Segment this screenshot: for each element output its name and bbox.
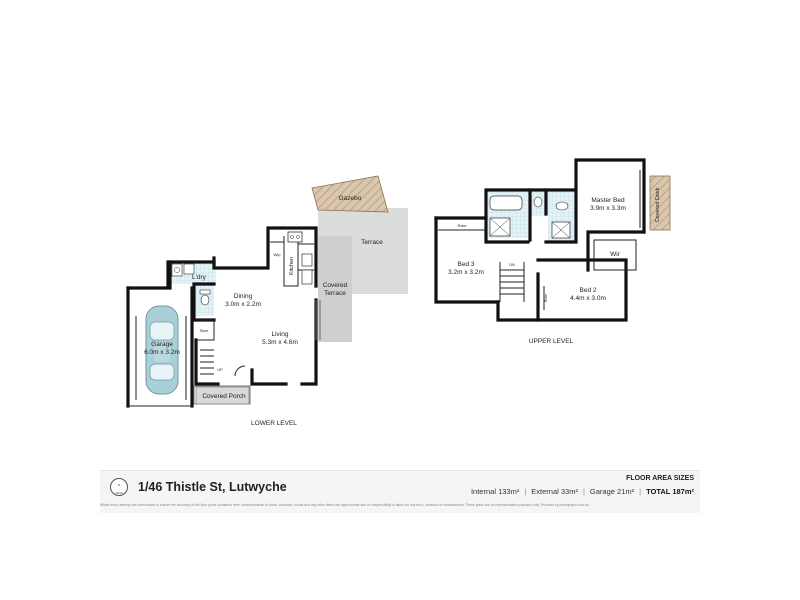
sink-icon [301, 253, 313, 267]
external-area: External 33m² [531, 487, 578, 496]
covered-porch-area [195, 386, 250, 405]
covered-terrace-area [318, 236, 352, 342]
internal-area: Internal 133m² [470, 487, 520, 496]
gazebo-deck [311, 175, 389, 213]
living-name: Living [272, 331, 289, 338]
bed3-size: 3.2m x 3.2m [448, 269, 484, 276]
bed2-size: 4.4m x 3.0m [570, 295, 606, 302]
tub-icon [183, 263, 195, 275]
gazebo-label: Gazebo [339, 195, 362, 202]
lower-level-title: LOWER LEVEL [251, 420, 297, 427]
upper-level-title: UPPER LEVEL [529, 338, 574, 345]
robe-label: Robe [457, 224, 466, 228]
terrace-label: Terrace [361, 239, 383, 246]
garage-size: 6.0m x 3.2m [144, 349, 180, 356]
footer-bar: N North 1/46 Thistle St, Lutwyche FLOOR … [100, 470, 700, 513]
stove-icon [287, 231, 303, 243]
toilet-upper-icon [533, 196, 543, 208]
garage-area: Garage 21m² [589, 487, 635, 496]
master-bed-name: Master Bed [591, 197, 625, 204]
lower-walls [126, 226, 318, 408]
north-word: North [115, 491, 123, 495]
north-letter: N [117, 483, 121, 487]
dining-size: 3.0m x 2.2m [225, 301, 261, 308]
store-label: Store [199, 329, 208, 333]
bed3-name: Bed 3 [458, 261, 475, 268]
ensuite-basin-icon [555, 201, 569, 211]
covered-porch-label: Covered Porch [202, 393, 246, 400]
toilet-icon [200, 294, 210, 306]
upper-thin-walls [438, 170, 641, 310]
bathtub-icon [489, 195, 523, 211]
dn-label: DN [509, 263, 515, 267]
covered-deck-label: Covered Deck [655, 187, 661, 222]
up-label: UP [217, 368, 223, 372]
floor-area-title: FLOOR AREA SIZES [626, 475, 694, 482]
floor-area-summary: Internal 133m²|External 33m²|Garage 21m²… [470, 487, 694, 496]
laundry-label: L'dry [192, 274, 207, 281]
garage-name: Garage [151, 341, 173, 348]
kitchen-label: Kitchen [289, 257, 295, 275]
fridge-icon [301, 269, 313, 285]
disclaimer-text: Whilst every attempt has been made to en… [100, 503, 589, 507]
wip-label: Wip [274, 252, 282, 257]
washer-icon [171, 263, 183, 277]
master-bed-size: 3.9m x 3.3m [590, 205, 626, 212]
north-arrow-icon: N North [110, 478, 128, 496]
total-area: TOTAL 187m² [646, 487, 694, 496]
upper-walls [434, 158, 646, 322]
covered-terrace-label-2: Terrace [324, 290, 346, 297]
dining-name: Dining [234, 293, 253, 300]
property-address: 1/46 Thistle St, Lutwyche [138, 480, 287, 494]
living-size: 5.3m x 4.6m [262, 339, 298, 346]
wir-label: Wir [610, 251, 621, 258]
car-icon [145, 305, 179, 395]
linen-label: Robe [544, 294, 548, 302]
bed2-name: Bed 2 [580, 287, 597, 294]
covered-deck [649, 175, 671, 231]
covered-terrace-label-1: Covered [323, 282, 348, 289]
